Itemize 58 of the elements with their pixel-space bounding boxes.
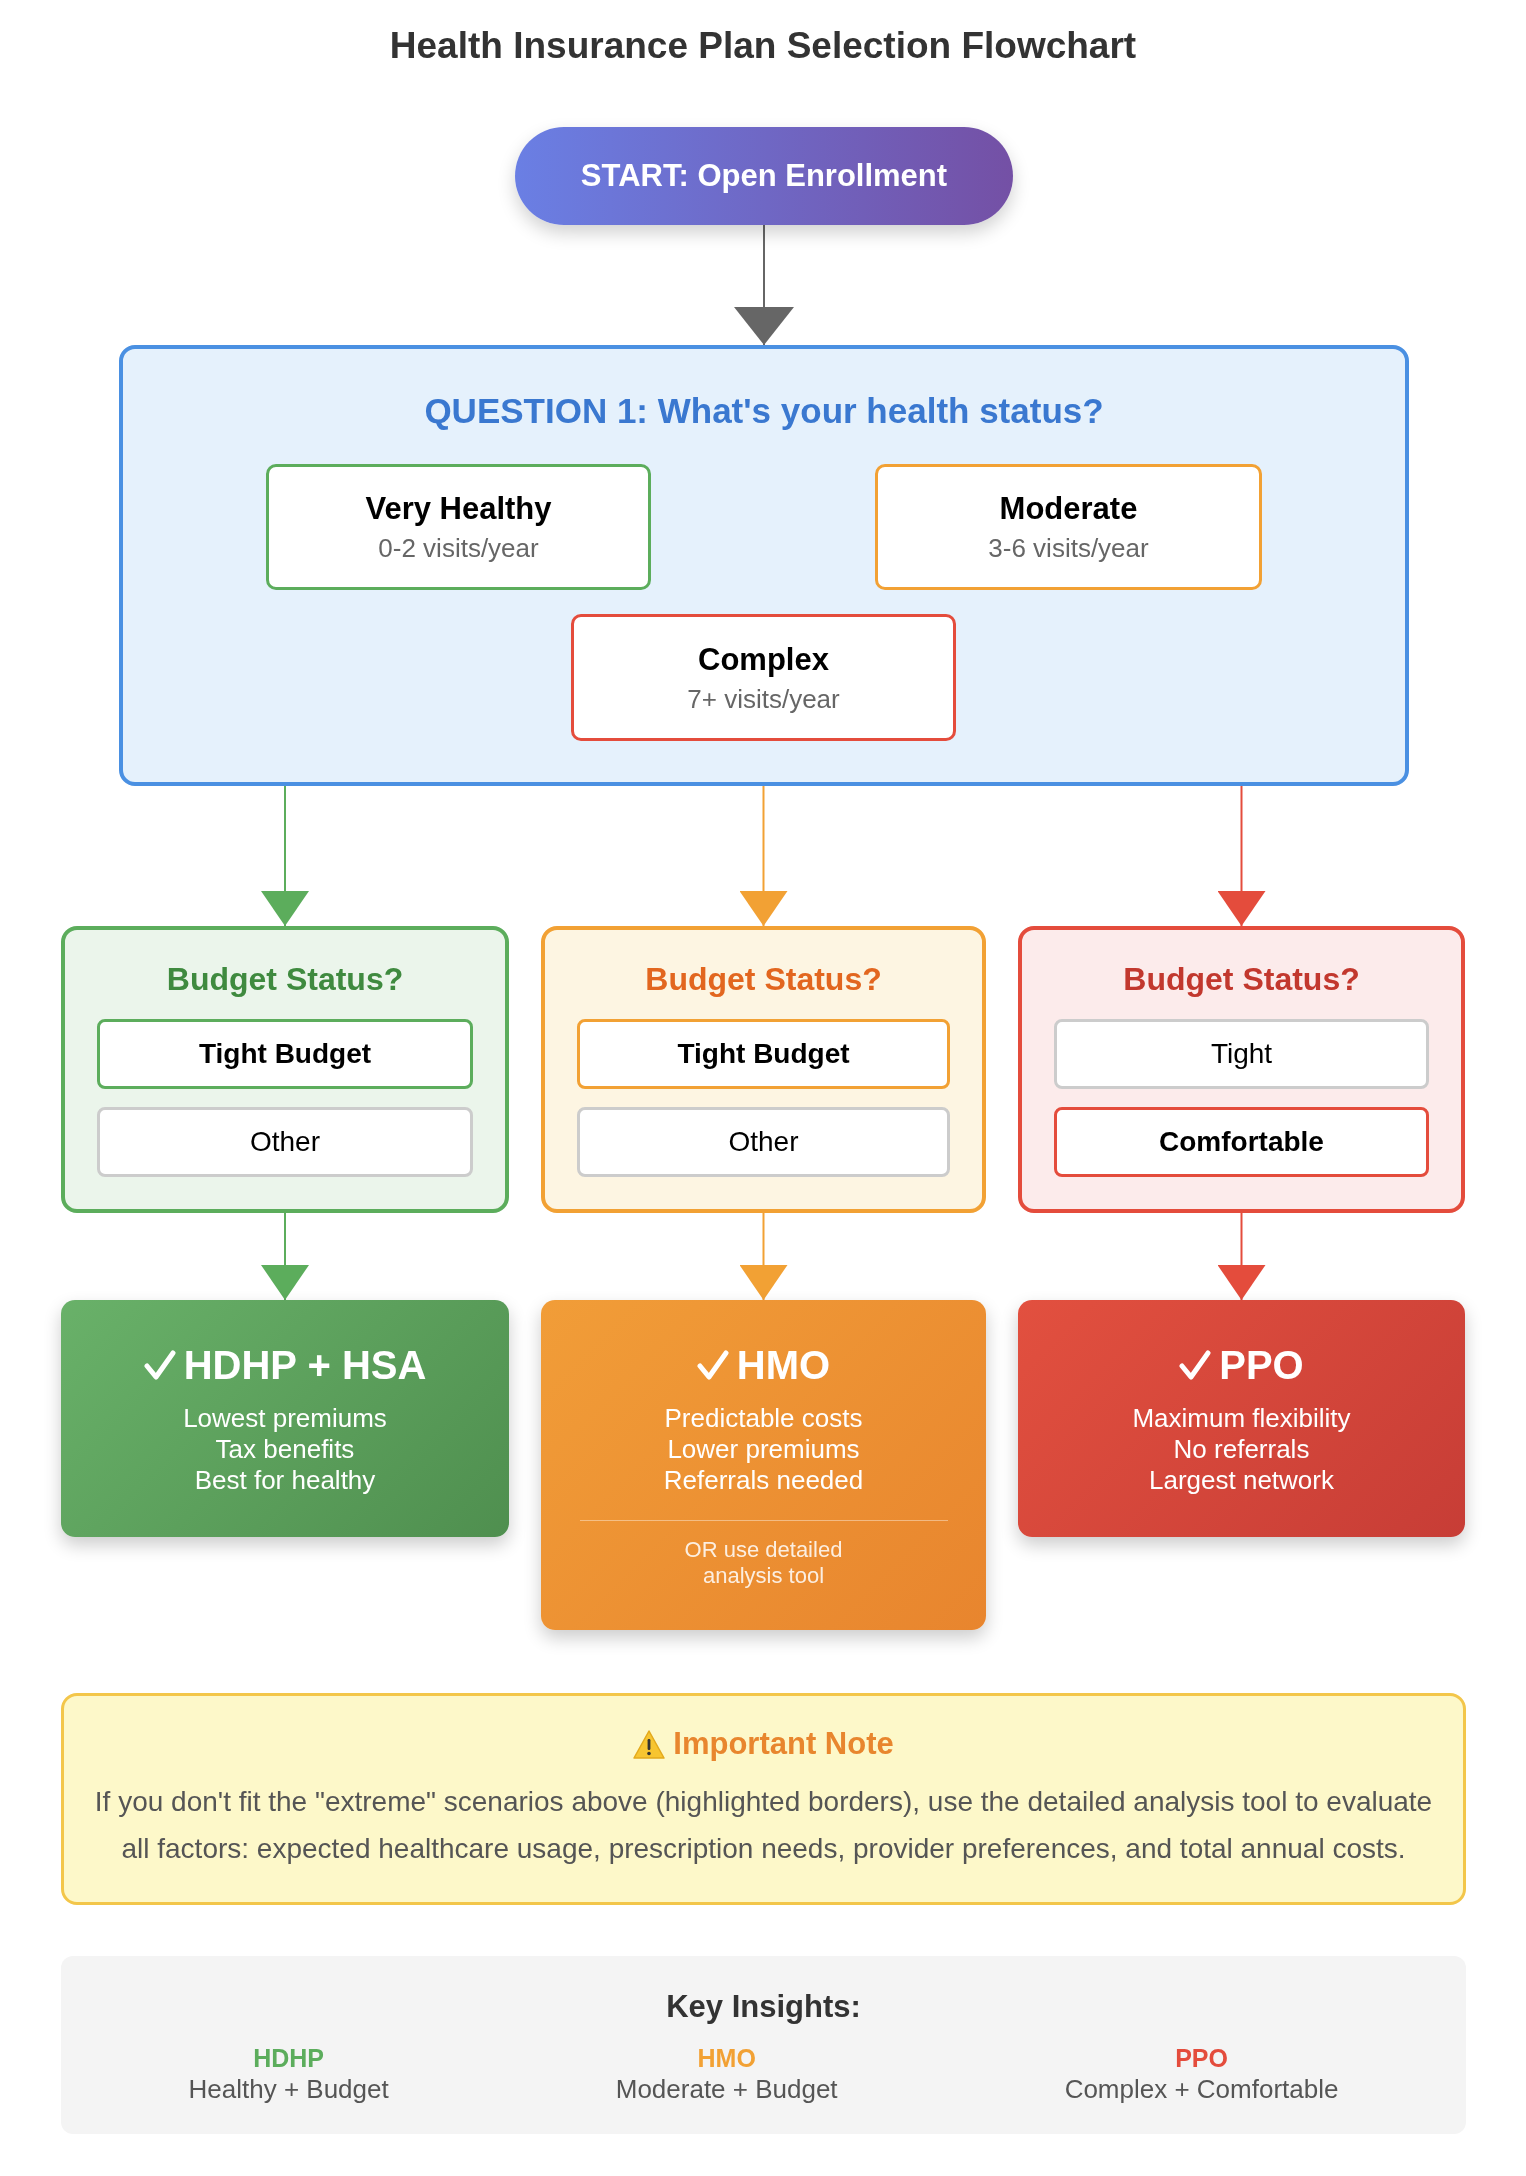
budget-option: Other bbox=[97, 1107, 473, 1177]
option-card bbox=[266, 464, 651, 590]
plan-name: HDHP + HSA bbox=[183, 1342, 427, 1388]
option-card bbox=[571, 614, 956, 741]
benefit-text: Lower premiums bbox=[667, 1434, 860, 1465]
panel-heading: Budget Status? bbox=[645, 960, 882, 998]
insights-heading: Key Insights: bbox=[666, 1989, 861, 2025]
option-card bbox=[875, 464, 1262, 590]
flow-arrow bbox=[1217, 785, 1266, 927]
insight-text: Healthy + Budget bbox=[188, 2073, 389, 2105]
plan-abbreviation: HDHP bbox=[253, 2043, 324, 2073]
plan-name: HMO bbox=[736, 1342, 831, 1388]
budget-option: Tight Budget bbox=[97, 1019, 473, 1089]
benefit-text: Best for healthy bbox=[194, 1465, 376, 1496]
option-title: Very Healthy bbox=[365, 491, 552, 527]
diagram-title: Health Insurance Plan Selection Flowchart bbox=[389, 24, 1137, 68]
plan-abbreviation: HMO bbox=[697, 2043, 756, 2073]
flow-arrow bbox=[1217, 1212, 1266, 1301]
benefit-text: Lowest premiums bbox=[183, 1403, 387, 1434]
question-heading: QUESTION 1: What's your health status? bbox=[424, 391, 1104, 431]
option-detail: 3-6 visits/year bbox=[988, 533, 1149, 563]
insight-text: Complex + Comfortable bbox=[1064, 2073, 1339, 2105]
flow-arrow bbox=[261, 1212, 309, 1301]
panel-heading: Budget Status? bbox=[166, 960, 404, 998]
option-title: Moderate bbox=[999, 491, 1138, 527]
flow-arrow bbox=[261, 785, 309, 927]
benefit-text: No referrals bbox=[1173, 1434, 1310, 1465]
result-card bbox=[61, 1300, 509, 1537]
benefit-text: Tax benefits bbox=[215, 1434, 355, 1465]
question-panel bbox=[119, 345, 1409, 786]
budget-option: Other bbox=[577, 1107, 950, 1177]
benefit-text: Referrals needed bbox=[663, 1465, 864, 1496]
benefit-text: Maximum flexibility bbox=[1132, 1403, 1351, 1434]
panel-heading: Budget Status? bbox=[1123, 960, 1360, 998]
budget-option: Tight Budget bbox=[577, 1019, 950, 1089]
note-panel bbox=[61, 1693, 1466, 1905]
start-terminal: START: Open Enrollment bbox=[515, 127, 1013, 225]
note-text: If you don't fit the "extreme" scenarios above (highlighted borders), use the detailed analysis tool to evaluate all factors: expected healthcare usage, prescription needs, provider preferences, and total annual costs. bbox=[93, 1785, 1434, 1866]
budget-panel bbox=[61, 926, 509, 1213]
option-detail: 7+ visits/year bbox=[687, 683, 840, 714]
flow-arrow bbox=[739, 785, 788, 927]
budget-panel bbox=[1018, 926, 1465, 1213]
result-card bbox=[1018, 1300, 1465, 1537]
footer-note: OR use detailed analysis tool bbox=[683, 1537, 844, 1589]
insight-text: Moderate + Budget bbox=[615, 2073, 838, 2105]
benefit-text: Predictable costs bbox=[664, 1403, 863, 1434]
budget-panel bbox=[541, 926, 986, 1213]
result-card bbox=[541, 1300, 986, 1630]
plan-abbreviation: PPO bbox=[1175, 2043, 1228, 2073]
flow-arrow bbox=[734, 224, 794, 346]
option-detail: 0-2 visits/year bbox=[378, 533, 539, 563]
flow-arrow bbox=[739, 1212, 788, 1301]
budget-option: Tight bbox=[1054, 1019, 1429, 1089]
note-heading: Important Note bbox=[673, 1726, 894, 1762]
plan-name: PPO bbox=[1219, 1342, 1304, 1388]
benefit-text: Largest network bbox=[1149, 1465, 1334, 1496]
option-title: Complex bbox=[698, 641, 829, 678]
budget-option: Comfortable bbox=[1054, 1107, 1429, 1177]
